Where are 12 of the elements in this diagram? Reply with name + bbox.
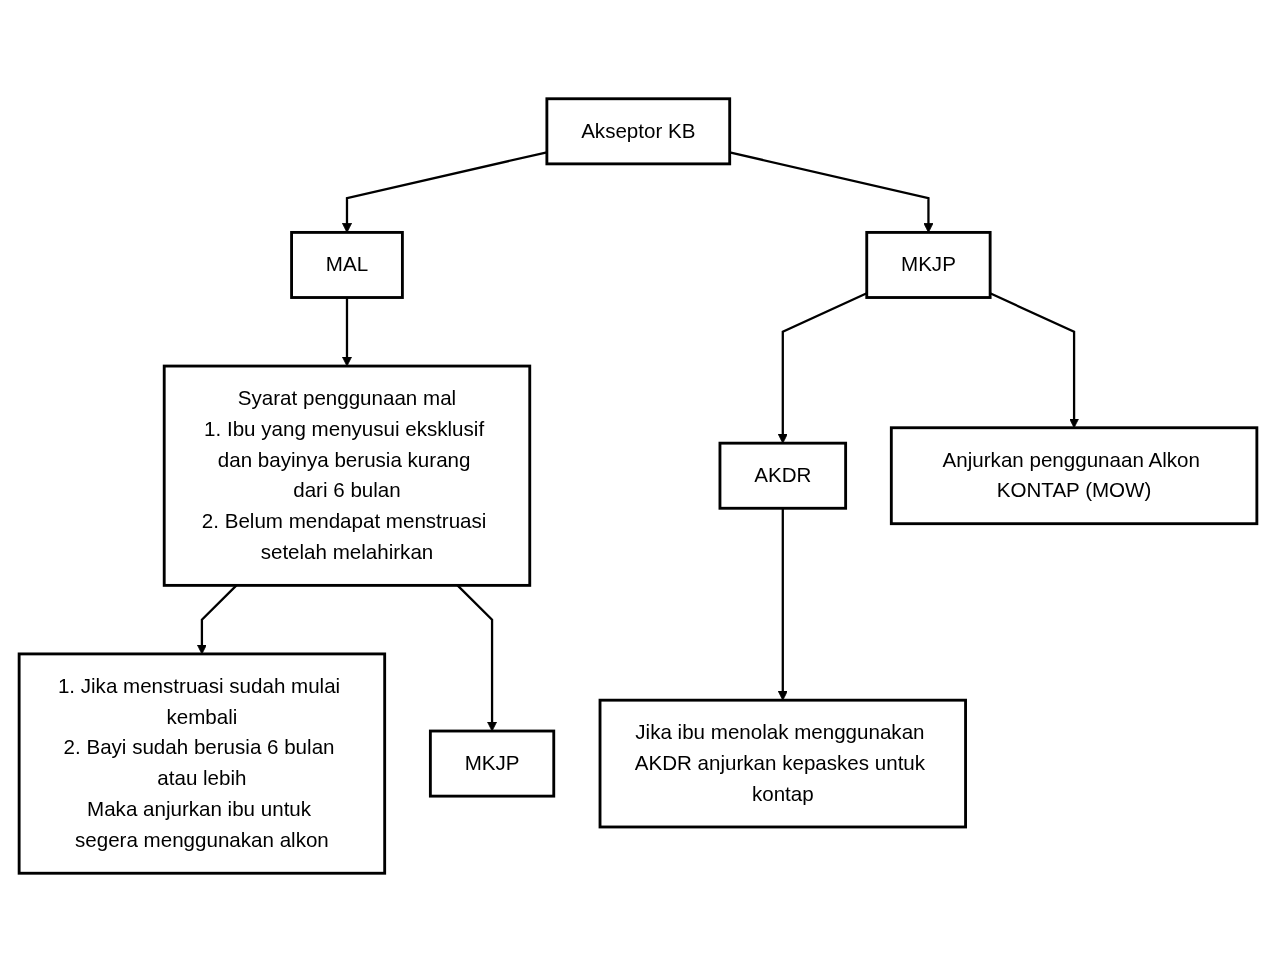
node-box: MAL: [290, 231, 404, 299]
arrow: [341, 297, 352, 367]
node-box: 1. Jika menstruasi sudah mulai kembali 2. Bayi sudah berusia 6 bulan atau lebih Maka anjurkan ibu untuk segera menggunakan alkon: [17, 652, 387, 875]
node-box: AKDR: [718, 441, 848, 510]
node-box: Jika ibu menolak menggunakan AKDR anjurkan kepaskes untuk kontap: [598, 698, 967, 829]
node-box: Syarat penggunaan mal 1. Ibu yang menyusui eksklusif dan bayinya berusia kurang dari 6 bulan 2. Belum mendapat menstruasi setelah melahirkan: [162, 364, 532, 587]
node-box: Anjurkan penggunaan Alkon KONTAP (MOW): [889, 426, 1259, 526]
node-box: MKJP: [865, 231, 992, 299]
node-box: MKJP: [428, 729, 556, 798]
arrow: [777, 508, 788, 701]
arrow: [729, 151, 934, 233]
node-box: Akseptor KB: [545, 97, 732, 166]
